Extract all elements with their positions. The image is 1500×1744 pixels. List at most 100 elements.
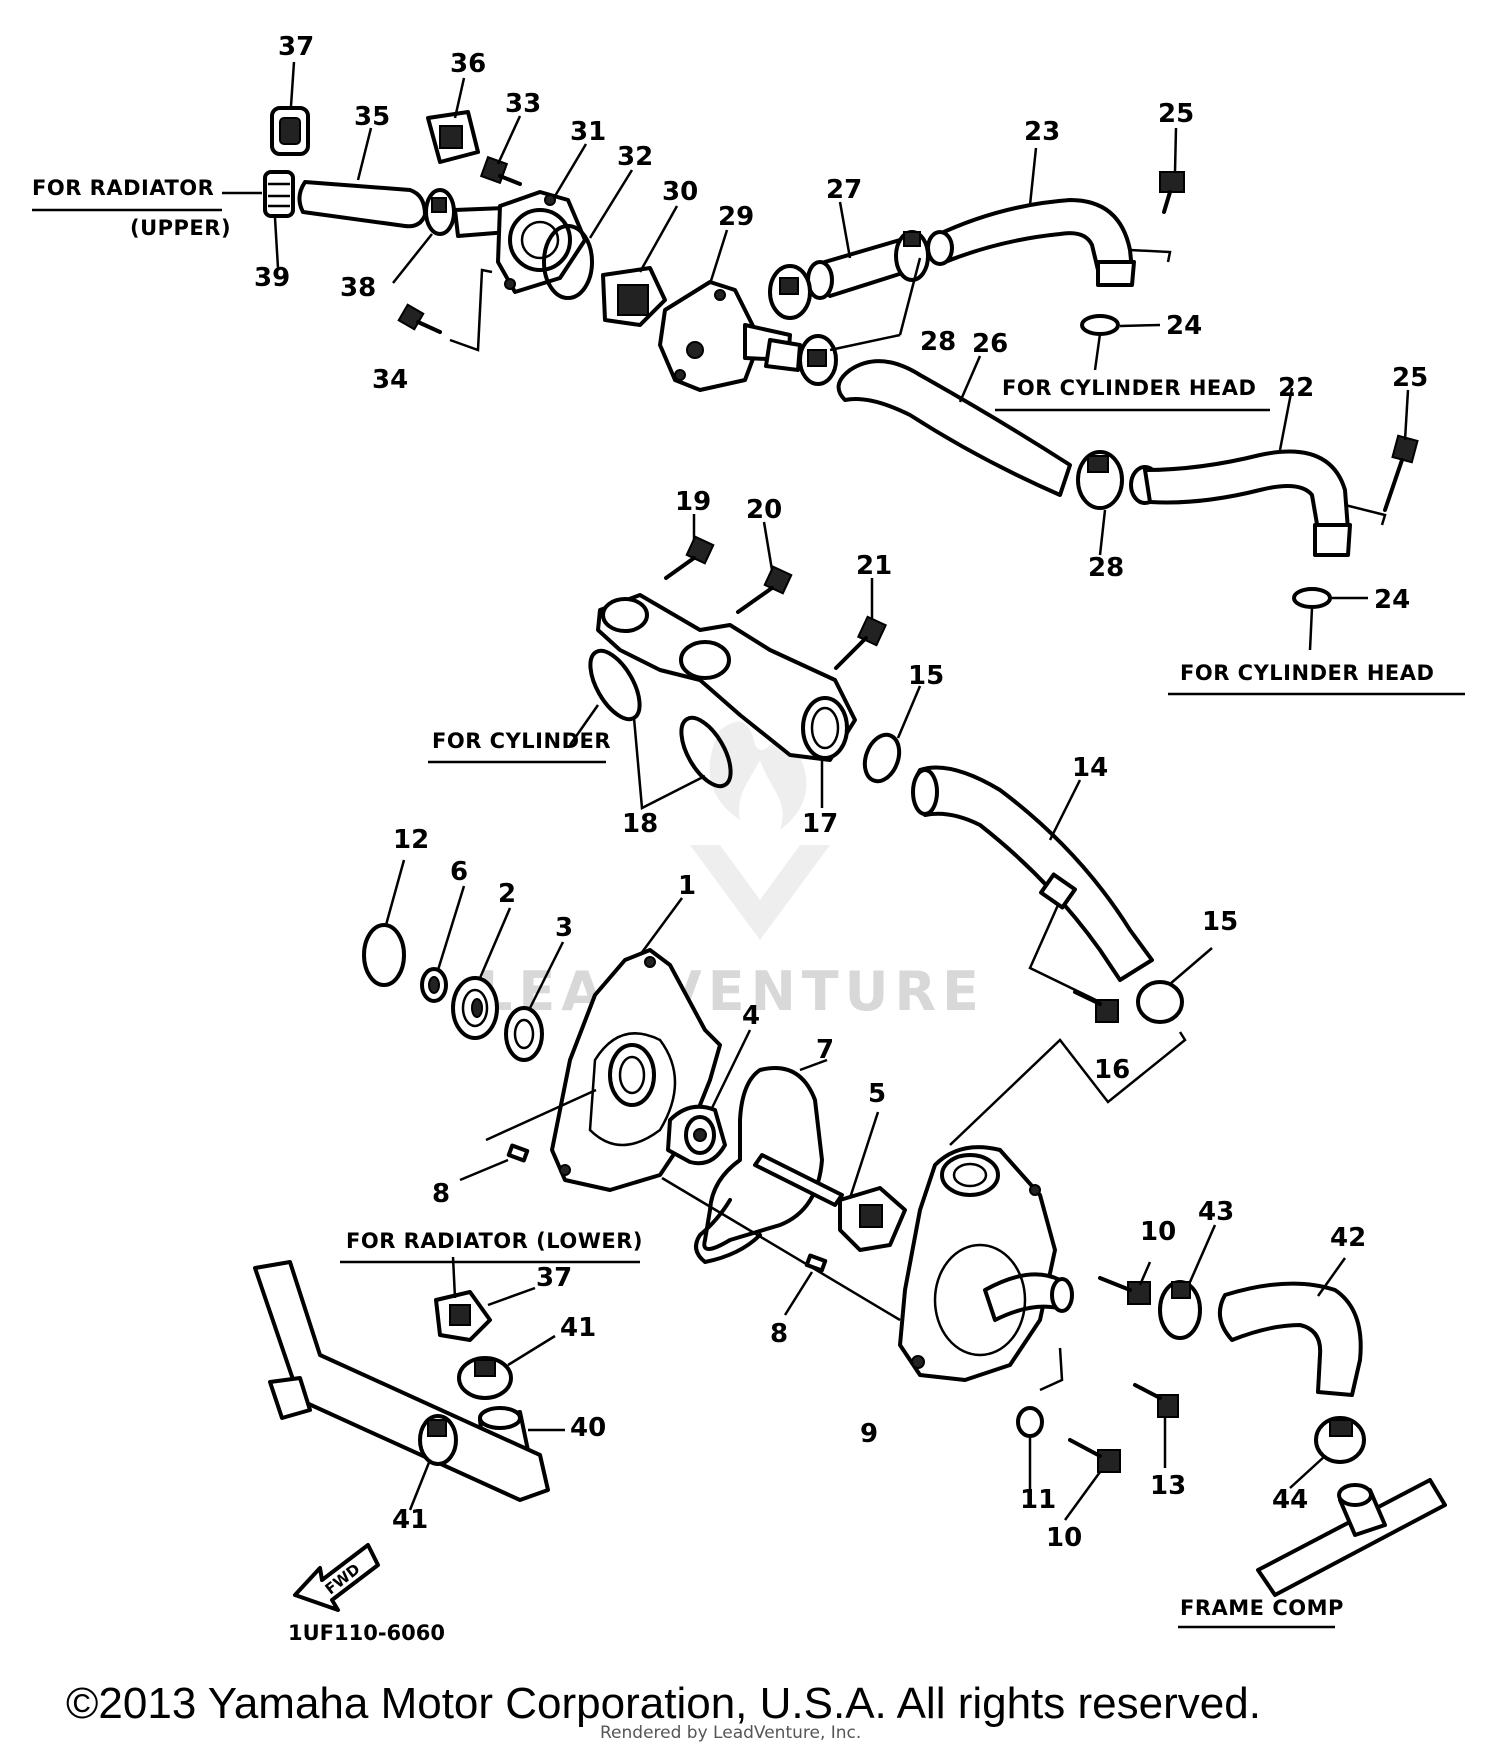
callout-41-lower: 41 [392,1505,428,1535]
label-for-cylinder-head-top: FOR CYLINDER HEAD [1002,376,1256,400]
callout-7: 7 [816,1035,834,1065]
callout-36: 36 [450,49,486,79]
diagram-code: 1UF110-6060 [288,1621,445,1645]
part-24-o-ring-a [1080,314,1120,336]
callout-33: 33 [505,89,541,119]
callout-9: 9 [860,1419,878,1449]
leader-8a [459,1158,509,1182]
part-2-bearing [451,976,499,1040]
part-39-fitting [263,170,295,218]
leader-16 [1028,904,1101,1004]
callout-32: 32 [617,142,653,172]
part-24-o-ring-b [1292,587,1332,609]
callout-34: 34 [372,365,408,395]
part-10-bolt-a [1098,1276,1151,1305]
callout-10-lower: 10 [1046,1523,1082,1553]
part-17-water-jacket-joint [596,593,857,762]
part-16-bolt [1073,990,1119,1023]
label-for-cylinder: FOR CYLINDER [432,729,611,753]
callout-41-upper: 41 [560,1313,596,1343]
part-20-bolt [736,565,793,614]
callout-24-lower: 24 [1374,585,1410,615]
part-28-clamp-c [798,334,838,386]
part-21-bolt [834,615,888,670]
callout-16: 16 [1094,1055,1130,1085]
lower-radiator-pipe [253,1260,550,1502]
callout-42: 42 [1330,1223,1366,1253]
part-3-seal [504,1006,544,1062]
callout-8-right: 8 [770,1319,788,1349]
leader-for-cylinder [568,704,600,746]
part-23-pipe [926,198,1172,287]
callout-39: 39 [254,263,290,293]
copyright-notice: ©2013 Yamaha Motor Corporation, U.S.A. A… [66,1679,1261,1728]
part-18-o-ring-a [588,648,642,722]
callout-26: 26 [972,329,1008,359]
callout-35: 35 [354,102,390,132]
callout-22: 22 [1278,373,1314,403]
leader-15-16 [949,1031,1187,1146]
callout-12: 12 [393,825,429,855]
part-28-clamp-a [768,264,812,320]
callout-43: 43 [1198,1197,1234,1227]
callout-37-lower: 37 [536,1263,572,1293]
part-33-bolt [479,155,522,186]
callout-29: 29 [718,202,754,232]
part-42-elbow-hose [1217,1281,1363,1397]
part-9-pump-housing [898,1145,1074,1382]
part-25-bolt-b [1383,434,1419,512]
part-8-pin-b [804,1253,828,1273]
callout-17: 17 [802,809,838,839]
part-44-clamp [1314,1416,1366,1464]
callout-31: 31 [570,117,606,147]
leader-1-9 [661,1176,901,1322]
callout-30: 30 [662,177,698,207]
label-frame-comp: FRAME COMP [1180,1596,1344,1620]
part-28-clamp-b [894,230,930,282]
part-14-pipe [911,765,1154,982]
callout-6: 6 [450,857,468,887]
part-7-gasket [702,1066,824,1251]
callout-1: 1 [678,871,696,901]
callout-19: 19 [675,487,711,517]
leader-8b [783,1271,814,1316]
callout-14: 14 [1072,753,1108,783]
part-28-clamp-d [1076,450,1124,510]
part-41-clamp-a [457,1356,513,1400]
callout-40: 40 [570,1413,606,1443]
part-43-clamp [1158,1280,1202,1340]
part-4-impeller [666,1104,727,1166]
callout-28-lower: 28 [1088,553,1124,583]
part-5-shaft [753,1153,907,1252]
part-6-seal [420,967,448,1003]
part-38-clamp [424,188,456,236]
fwd-arrow [293,1543,380,1612]
callout-23: 23 [1024,117,1060,147]
callout-11: 11 [1020,1485,1056,1515]
part-13-bolt [1133,1383,1179,1418]
callout-21: 21 [856,551,892,581]
callout-4: 4 [742,1001,760,1031]
part-7-gasket-outer [694,1198,762,1264]
label-upper: (UPPER) [130,216,231,240]
part-32-o-ring [542,224,594,300]
part-37-cap-lower [434,1290,492,1342]
callout-15-lower: 15 [1202,907,1238,937]
part-31-thermostat-cover [496,190,587,294]
leader-34-bracket [449,268,493,352]
callout-27: 27 [826,175,862,205]
callout-18: 18 [622,809,658,839]
part-15-o-ring-a [862,732,902,784]
part-37-cap [270,106,310,156]
frame-comp-pipe [1256,1478,1447,1597]
callout-38: 38 [340,273,376,303]
callout-24-top: 24 [1166,311,1202,341]
leader-9 [1039,1347,1064,1392]
connector-pipe [764,338,802,372]
callout-10-upper: 10 [1140,1217,1176,1247]
label-for-radiator-lower: FOR RADIATOR (LOWER) [346,1229,643,1253]
part-36-clamp [426,110,480,164]
callout-leaders [222,61,1410,1521]
callout-37: 37 [278,32,314,62]
